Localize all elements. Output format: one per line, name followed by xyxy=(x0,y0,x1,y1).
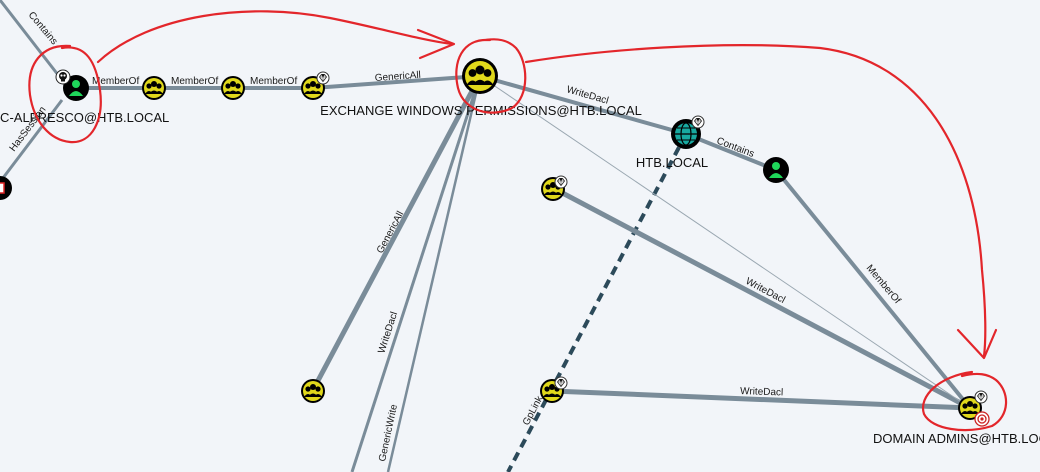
group-node-2[interactable] xyxy=(221,76,245,100)
edge-label-contains-domain: Contains xyxy=(715,136,756,160)
annotation-arrowhead-domain-admins xyxy=(956,328,998,360)
target-icon xyxy=(974,411,990,427)
high-value-icon xyxy=(974,390,988,404)
node-label-domain-admins: DOMAIN ADMINS@HTB.LOCAL xyxy=(873,431,1040,446)
group-node-gp[interactable] xyxy=(540,376,568,403)
node-layer: SVC-ALFRESCO@HTB.LOCAL EXCHANGE WINDOWS … xyxy=(0,58,1040,446)
computer-node-partial[interactable] xyxy=(0,176,12,200)
group-node-low[interactable] xyxy=(301,379,325,403)
high-value-icon xyxy=(691,115,705,129)
skull-icon xyxy=(55,69,71,85)
group-icon xyxy=(301,379,325,403)
group-icon xyxy=(221,76,245,100)
edge-genericall-top[interactable] xyxy=(312,74,481,90)
annotation-circle-svc-alfresco xyxy=(28,44,102,144)
edge-label-gplink: GpLink xyxy=(521,393,546,427)
node-label-htb-local: HTB.LOCAL xyxy=(636,155,708,170)
edge-label-memberof-2: MemberOf xyxy=(171,76,218,87)
user-node-domain[interactable] xyxy=(763,157,789,183)
edge-label-writedacl-low: WriteDacl xyxy=(740,386,784,398)
globe-icon xyxy=(675,122,697,146)
edge-contains-domain[interactable] xyxy=(685,132,777,172)
edge-label-memberof-1: MemberOf xyxy=(92,76,139,87)
group-node-exchange-windows-permissions[interactable] xyxy=(462,58,498,94)
edge-writedacl-mid[interactable] xyxy=(551,185,972,411)
edge-contains-top[interactable] xyxy=(0,0,64,81)
group-icon xyxy=(142,76,166,100)
edge-label-genericall-top: GenericAll xyxy=(374,70,421,84)
annotation-arrowhead-exchange xyxy=(416,28,456,60)
annotation-layer xyxy=(28,10,1008,432)
annotation-arrow-to-exchange xyxy=(96,10,454,64)
edge-faint-link[interactable] xyxy=(479,75,971,409)
edge-genericwrite-down[interactable] xyxy=(386,75,482,472)
domain-node-htb-local[interactable] xyxy=(671,115,705,149)
node-label-svc-alfresco: SVC-ALFRESCO@HTB.LOCAL xyxy=(0,110,169,125)
edge-genericall-down[interactable] xyxy=(310,74,483,392)
annotation-circle-domain-admins xyxy=(921,370,1008,432)
user-icon xyxy=(763,157,789,183)
high-value-icon xyxy=(554,175,568,189)
high-value-icon xyxy=(554,376,568,390)
high-value-icon xyxy=(316,71,330,85)
edge-gplink[interactable] xyxy=(506,133,688,472)
edge-has-session[interactable] xyxy=(0,99,64,183)
edge-label-memberof-3: MemberOf xyxy=(250,76,297,87)
edge-writedacl-low[interactable] xyxy=(551,388,971,411)
user-node-svc-alfresco[interactable] xyxy=(55,69,89,101)
group-node-domain-admins[interactable] xyxy=(958,390,990,427)
group-icon xyxy=(462,58,498,94)
group-node-3[interactable] xyxy=(301,71,330,100)
annotation-arrow-to-domain-admins xyxy=(524,44,987,358)
edge-writedacl-down[interactable] xyxy=(350,75,482,472)
edge-writedacl-top[interactable] xyxy=(479,74,687,136)
group-node-mid[interactable] xyxy=(541,175,568,201)
annotation-circle-exchange xyxy=(455,38,527,114)
group-node-1[interactable] xyxy=(142,76,166,100)
edge-memberof-da[interactable] xyxy=(774,168,972,410)
